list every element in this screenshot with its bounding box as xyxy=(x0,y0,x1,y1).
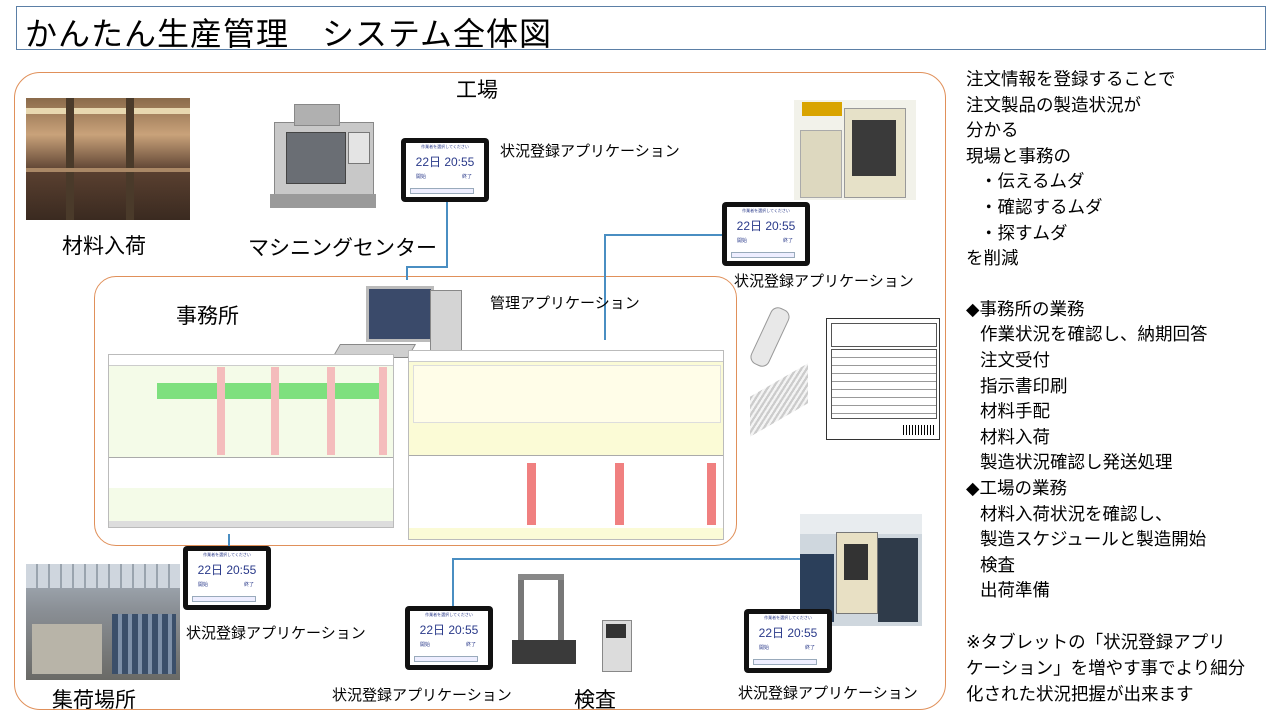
intro-line: を削減 xyxy=(966,249,1019,270)
tablet-header: 作業者を選択してください xyxy=(203,552,251,557)
note-line: 化された状況把握が出来ます xyxy=(966,685,1194,705)
barcode-scanner-image xyxy=(747,300,812,440)
inspection-label: 検査 xyxy=(574,688,616,712)
intro-line: ・確認するムダ xyxy=(980,197,1103,218)
status-app-label: 状況登録アプリケーション xyxy=(186,624,366,642)
schedule-screen xyxy=(108,354,394,528)
status-tablet[interactable]: 作業者を選択してください 22日 20:55 開始 終了 xyxy=(405,606,493,670)
tablet-time: 22日 20:55 xyxy=(758,626,818,640)
tablet-header: 作業者を選択してください xyxy=(764,615,812,620)
tablet-end-button[interactable]: 終了 xyxy=(804,645,815,651)
tablet-time: 22日 20:55 xyxy=(197,563,257,577)
intro-line: 現場と事務の xyxy=(966,146,1071,167)
tablet-header: 作業者を選択してください xyxy=(421,144,469,149)
status-tablet[interactable]: 作業者を選択してください 22日 20:55 開始 終了 xyxy=(744,609,832,673)
intro-line: 分かる xyxy=(966,121,1019,142)
description-panel: 注文情報を登録することで 注文製品の製造状況が 分かる 現場と事務の ・伝えるム… xyxy=(966,68,1266,605)
order-screen xyxy=(408,350,724,540)
status-app-label: 状況登録アプリケーション xyxy=(332,686,512,704)
tablet-header: 作業者を選択してください xyxy=(742,208,790,213)
note: ※タブレットの「状況登録アプリ ケーション」を増やす事でより細分 化された状況把… xyxy=(966,630,1276,708)
office-task: 注文受付 xyxy=(980,350,1050,371)
tablet-end-button[interactable]: 終了 xyxy=(243,582,254,588)
office-label: 事務所 xyxy=(176,304,239,328)
collection-area-label: 集荷場所 xyxy=(52,688,136,712)
office-task: 材料入荷 xyxy=(980,427,1050,448)
machine-photo xyxy=(794,100,916,200)
lathe-photo xyxy=(800,514,922,626)
status-app-label: 状況登録アプリケーション xyxy=(734,272,914,290)
office-task: 指示書印刷 xyxy=(980,376,1068,397)
connector xyxy=(452,558,812,560)
status-tablet[interactable]: 作業者を選択してください 22日 20:55 開始 終了 xyxy=(401,138,489,202)
factory-task: 材料入荷状況を確認し、 xyxy=(980,504,1173,525)
tablet-end-button[interactable]: 終了 xyxy=(782,238,793,244)
tablet-start-button[interactable]: 開始 xyxy=(416,174,427,180)
office-task: 製造状況確認し発送処理 xyxy=(980,453,1173,474)
connector xyxy=(406,266,448,268)
intro-line: 注文製品の製造状況が xyxy=(966,95,1141,116)
title-box: かんたん生産管理 システム全体図 xyxy=(16,6,1266,53)
office-area xyxy=(94,276,737,546)
connector xyxy=(452,558,454,608)
status-tablet[interactable]: 作業者を選択してください 22日 20:55 開始 終了 xyxy=(722,202,810,266)
factory-task: 出荷準備 xyxy=(980,581,1050,602)
material-arrival-photo xyxy=(26,98,190,220)
factory-task: 製造スケジュールと製造開始 xyxy=(980,530,1207,551)
factory-label: 工場 xyxy=(456,78,498,102)
intro-line: 注文情報を登録することで xyxy=(966,70,1176,90)
machining-center-image xyxy=(270,102,376,210)
note-line: ケーション」を増やす事でより細分 xyxy=(966,659,1246,679)
tablet-start-button[interactable]: 開始 xyxy=(737,238,748,244)
connector xyxy=(604,234,726,236)
intro-line: ・伝えるムダ xyxy=(980,172,1085,193)
management-app-label: 管理アプリケーション xyxy=(490,294,640,312)
connector xyxy=(604,234,606,340)
inspection-machine-image xyxy=(512,574,636,678)
factory-task: 検査 xyxy=(980,555,1015,576)
status-tablet[interactable]: 作業者を選択してください 22日 20:55 開始 終了 xyxy=(183,546,271,610)
tablet-header: 作業者を選択してください xyxy=(425,612,473,617)
office-task: 作業状況を確認し、納期回答 xyxy=(980,325,1208,346)
status-app-label: 状況登録アプリケーション xyxy=(500,142,680,160)
tablet-start-button[interactable]: 開始 xyxy=(759,645,770,651)
instruction-sheet-image xyxy=(826,318,940,440)
tablet-start-button[interactable]: 開始 xyxy=(198,582,209,588)
page-title: かんたん生産管理 システム全体図 xyxy=(25,15,553,53)
status-app-label: 状況登録アプリケーション xyxy=(738,684,918,702)
tablet-time: 22日 20:55 xyxy=(415,155,475,169)
tablet-end-button[interactable]: 終了 xyxy=(465,642,476,648)
factory-tasks-heading: ◆工場の業務 xyxy=(966,478,1067,499)
tablet-end-button[interactable]: 終了 xyxy=(461,174,472,180)
connector xyxy=(406,266,408,288)
office-task: 材料手配 xyxy=(980,402,1050,423)
collection-area-photo xyxy=(26,564,180,680)
factory-area xyxy=(14,72,946,710)
machining-center-label: マシニングセンター xyxy=(248,236,437,260)
tablet-time: 22日 20:55 xyxy=(419,623,479,637)
connector xyxy=(228,534,230,548)
office-tasks-heading: ◆事務所の業務 xyxy=(966,299,1085,320)
tablet-time: 22日 20:55 xyxy=(736,219,796,233)
note-line: ※タブレットの「状況登録アプリ xyxy=(966,633,1226,653)
material-arrival-label: 材料入荷 xyxy=(62,234,146,258)
tablet-start-button[interactable]: 開始 xyxy=(420,642,431,648)
intro-line: ・探すムダ xyxy=(980,223,1068,244)
connector xyxy=(446,198,448,268)
